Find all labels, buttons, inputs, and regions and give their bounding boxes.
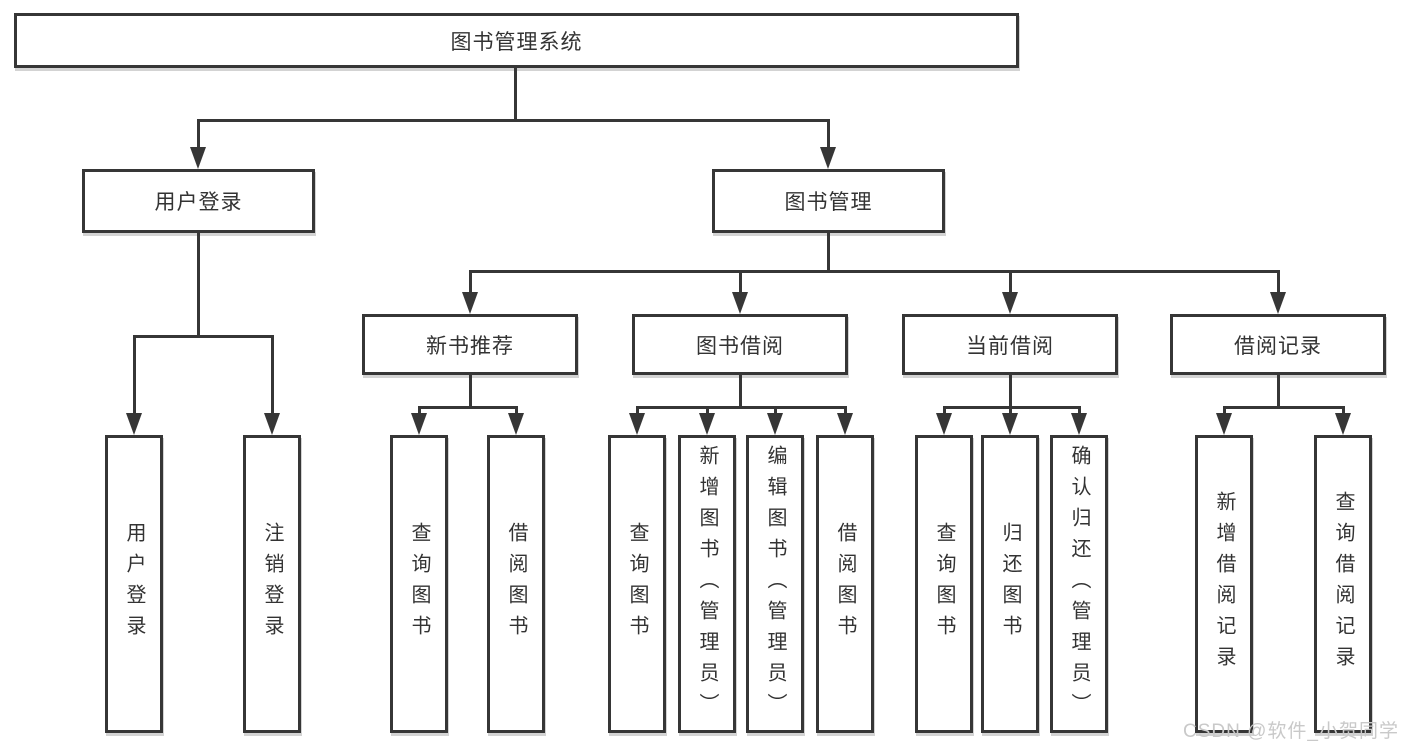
connector-records-stem xyxy=(1342,406,1345,417)
arrow-down-icon xyxy=(699,413,715,435)
connector-records-vline xyxy=(1277,374,1280,408)
connector-records-stem xyxy=(1223,406,1226,417)
connector-borrowing-stem xyxy=(774,406,777,417)
node-bb-borrow-books: 借阅图书 xyxy=(816,435,874,733)
node-current-borrowing: 当前借阅 xyxy=(902,314,1118,375)
connector-borrowing-stem xyxy=(706,406,709,417)
arrow-down-icon xyxy=(1270,292,1286,314)
arrow-down-icon xyxy=(1002,413,1018,435)
arrow-down-icon xyxy=(508,413,524,435)
node-user-login: 用户登录 xyxy=(105,435,163,733)
connector-borrowing-hline xyxy=(636,406,847,409)
node-label: 查询图书 xyxy=(933,522,955,646)
connector-newbook-stem xyxy=(515,406,518,417)
node-label: 图书管理 xyxy=(784,191,873,214)
arrow-down-icon xyxy=(1002,292,1018,314)
connector-current-stem xyxy=(943,406,946,417)
arrow-down-icon xyxy=(837,413,853,435)
arrow-down-icon xyxy=(629,413,645,435)
connector-current-vline xyxy=(1009,374,1012,408)
node-label: 借阅图书 xyxy=(505,522,527,646)
node-book-management-branch: 图书管理 xyxy=(712,169,945,233)
node-label: 查询图书 xyxy=(626,522,648,646)
connector-borrowing-vline xyxy=(739,374,742,408)
node-cb-query-books: 查询图书 xyxy=(915,435,973,733)
connector-bookmgmt-stem xyxy=(1277,270,1280,296)
node-cb-confirm-return-admin: 确认归还（管理员） xyxy=(1050,435,1108,733)
node-label: 编辑图书（管理员） xyxy=(764,444,786,724)
connector-newbook-stem xyxy=(418,406,421,417)
connector-root-hline xyxy=(197,119,829,122)
arrow-down-icon xyxy=(820,147,836,169)
connector-current-stem xyxy=(1078,406,1081,417)
node-nb-query-books: 查询图书 xyxy=(390,435,448,733)
node-label: 图书借阅 xyxy=(696,334,784,358)
node-label: 查询图书 xyxy=(408,522,430,646)
node-book-borrowing: 图书借阅 xyxy=(632,314,848,375)
node-logout: 注销登录 xyxy=(243,435,301,733)
arrow-down-icon xyxy=(190,147,206,169)
node-nb-borrow-books: 借阅图书 xyxy=(487,435,545,733)
connector-userlogin-stem xyxy=(133,335,136,417)
node-bb-add-books-admin: 新增图书（管理员） xyxy=(678,435,736,733)
node-new-book-recommendation: 新书推荐 xyxy=(362,314,578,375)
node-borrowing-records: 借阅记录 xyxy=(1170,314,1386,375)
node-rec-add-borrow-record: 新增借阅记录 xyxy=(1195,435,1253,733)
connector-current-hline xyxy=(943,406,1081,409)
connector-root-stem-left xyxy=(197,119,200,153)
connector-newbook-hline xyxy=(418,406,518,409)
node-rec-query-borrow-record: 查询借阅记录 xyxy=(1314,435,1372,733)
node-label: 用户登录 xyxy=(154,191,243,214)
arrow-down-icon xyxy=(462,292,478,314)
connector-bookmgmt-hline xyxy=(469,270,1280,273)
node-label: 确认归还（管理员） xyxy=(1068,444,1090,724)
arrow-down-icon xyxy=(126,413,142,435)
node-user-login-branch: 用户登录 xyxy=(82,169,315,233)
node-label: 新书推荐 xyxy=(426,334,514,358)
watermark-text: CSDN @软件_小贺同学 xyxy=(1183,721,1399,742)
node-label: 归还图书 xyxy=(999,522,1021,646)
connector-bookmgmt-stem xyxy=(1009,270,1012,296)
connector-current-stem xyxy=(1009,406,1012,417)
arrow-down-icon xyxy=(411,413,427,435)
node-bb-edit-books-admin: 编辑图书（管理员） xyxy=(746,435,804,733)
connector-bookmgmt-stem xyxy=(469,270,472,296)
connector-borrowing-stem xyxy=(636,406,639,417)
connector-bookmgmt-vline xyxy=(827,232,830,272)
node-label: 当前借阅 xyxy=(966,334,1054,358)
connector-userlogin-hline xyxy=(133,335,273,338)
arrow-down-icon xyxy=(264,413,280,435)
connector-newbook-vline xyxy=(469,374,472,408)
node-library-management-system: 图书管理系统 xyxy=(14,13,1019,68)
arrow-down-icon xyxy=(1335,413,1351,435)
connector-root-stem-right xyxy=(827,119,830,153)
node-label: 注销登录 xyxy=(261,522,283,646)
arrow-down-icon xyxy=(767,413,783,435)
node-cb-return-books: 归还图书 xyxy=(981,435,1039,733)
connector-userlogin-stem xyxy=(271,335,274,417)
connector-records-hline xyxy=(1223,406,1345,409)
connector-userlogin-vline xyxy=(197,232,200,336)
arrow-down-icon xyxy=(936,413,952,435)
connector-root-vline xyxy=(514,68,517,121)
node-label: 借阅图书 xyxy=(834,522,856,646)
node-label: 图书管理系统 xyxy=(450,30,583,54)
arrow-down-icon xyxy=(732,292,748,314)
connector-bookmgmt-stem xyxy=(739,270,742,296)
node-label: 用户登录 xyxy=(123,522,145,646)
node-bb-query-books: 查询图书 xyxy=(608,435,666,733)
arrow-down-icon xyxy=(1216,413,1232,435)
connector-borrowing-stem xyxy=(844,406,847,417)
node-label: 新增借阅记录 xyxy=(1213,491,1235,677)
node-label: 新增图书（管理员） xyxy=(696,444,718,724)
node-label: 查询借阅记录 xyxy=(1332,491,1354,677)
arrow-down-icon xyxy=(1071,413,1087,435)
node-label: 借阅记录 xyxy=(1234,334,1322,358)
